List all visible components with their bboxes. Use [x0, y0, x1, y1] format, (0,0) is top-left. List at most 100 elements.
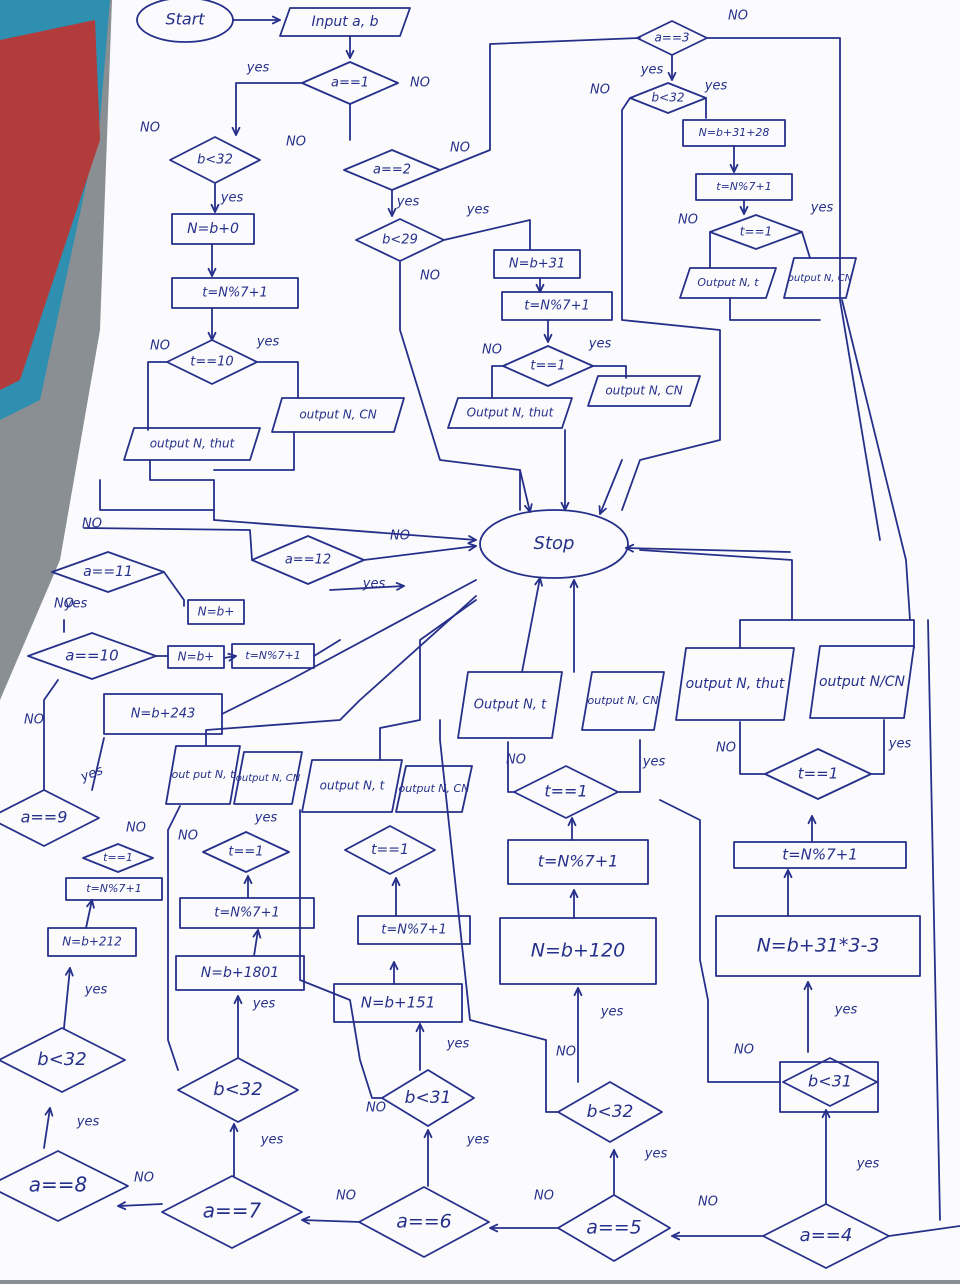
a3-output-no-node-label: Output N, t [697, 276, 759, 289]
a5-t-no-line [507, 741, 515, 793]
yes-label: yes [220, 191, 244, 206]
no-label: NO [678, 213, 698, 228]
a1-compute-t-node-shape [171, 277, 299, 309]
no-label: NO [420, 269, 440, 284]
a7-b-check-node-label: b<32 [213, 1079, 262, 1100]
a7-compute-n-node-shape [175, 955, 305, 991]
arrowhead [233, 995, 243, 1005]
a5-t-yes-line [617, 739, 641, 793]
no-label: NO [134, 1171, 154, 1186]
a7-to-stop-line [205, 595, 477, 747]
yes-label: yes [640, 63, 664, 78]
no-label: NO [482, 343, 502, 358]
a1-cond-node-shape [301, 61, 399, 105]
no-label: NO [54, 597, 74, 612]
a4-out-merge-line [739, 619, 915, 649]
a1-b-check-node-label: b<32 [197, 153, 233, 168]
yes-label: yes [704, 79, 728, 94]
a1-cond-node-label: a==1 [331, 76, 369, 91]
a9-yes-line [91, 737, 105, 791]
arrowhead [389, 961, 399, 971]
arrowhead [395, 582, 405, 591]
yes-label: yes [362, 577, 386, 592]
yes-label: yes [600, 1005, 624, 1020]
a3-to-stop-arrow [599, 459, 623, 515]
arrowhead [625, 543, 635, 553]
no-label: NO [728, 9, 748, 24]
a6-compute-t-node-shape [357, 915, 471, 945]
a2-output-yes-node-shape [587, 375, 701, 407]
a7-no-arrow [117, 1203, 163, 1207]
a6-no-arrow [301, 1219, 361, 1223]
no-label: NO [140, 121, 160, 136]
arrowhead [534, 577, 543, 587]
arrow-line [63, 967, 71, 1029]
a1-merge-line [149, 459, 215, 521]
a8-compute-n-node-label: N=b+212 [62, 935, 122, 949]
a1-yes-line [235, 82, 303, 129]
a7-output-no-node-label: out put N, t [172, 768, 235, 781]
no-label: NO [366, 1101, 386, 1116]
a2-t-yes-line [592, 365, 627, 379]
yes-label: yes [246, 61, 270, 76]
a1-output-no-node-shape [123, 427, 261, 461]
arrowhead [423, 1129, 433, 1139]
arrowhead [243, 875, 253, 885]
arrowhead [345, 49, 355, 59]
a1-output-yes-node-label: output N, CN [299, 408, 376, 422]
no-label: NO [716, 741, 736, 756]
a1-to-stop-arrow [213, 519, 477, 541]
yes-label: yes [644, 1147, 668, 1162]
a6-compute-n-node-label: N=b+151 [361, 994, 436, 1012]
a7-output-no-node-shape [165, 745, 241, 805]
a7-compute-t-node-shape [179, 897, 315, 929]
red-folder [0, 20, 100, 390]
a7-cond-node-shape [161, 1175, 303, 1249]
a5-b-no-line [439, 719, 559, 1113]
a2-output-no-node-shape [447, 397, 573, 429]
arrowhead [567, 817, 577, 827]
a2-cond-node-label: a==2 [373, 163, 411, 178]
a6-output-no-node-label: output N, t [320, 779, 386, 793]
a6-t-check-node-shape [344, 825, 436, 875]
a4-entry-line [888, 1225, 960, 1237]
no-label: NO [336, 1189, 356, 1204]
a6-compute-t-node-label: t=N%7+1 [381, 923, 447, 938]
a3-t-yes-line [801, 231, 811, 259]
a9-to-stop-line [221, 579, 477, 715]
a2-output-yes-node-label: output N, CN [605, 384, 682, 398]
arrowhead [739, 205, 749, 215]
no-label: NO [450, 141, 470, 156]
a2-compute-n-node-label: N=b+31 [509, 257, 565, 272]
a6-t-check-node-label: t==1 [371, 842, 409, 858]
arrowhead [117, 1201, 127, 1211]
a2-output-no-node-label: Output N, thut [467, 406, 555, 420]
arrowhead [821, 1109, 831, 1119]
arrowhead [573, 987, 583, 997]
a4-b-no-line [659, 799, 781, 1083]
a3-cond-node-label: a==3 [654, 31, 689, 45]
a2-to-stop-arrow [519, 469, 531, 513]
a1-b-check-node-shape [169, 136, 261, 184]
a8-b-check-node-label: b<32 [37, 1049, 86, 1070]
arrowhead [387, 207, 397, 217]
arrowhead [803, 981, 813, 991]
a5-output-yes-node-label: output N, CN [588, 694, 659, 707]
a5-cond-node-label: a==5 [586, 1217, 642, 1239]
input-node-label: Input a, b [311, 14, 378, 30]
a3-no-line [706, 37, 881, 541]
a9-cond-node-label: a==9 [21, 808, 68, 827]
a12-no-arrow [363, 545, 477, 561]
arrowhead [391, 877, 401, 887]
a4-to-stop-arrow [625, 547, 791, 553]
arrow-line [85, 899, 93, 929]
arrowhead [807, 815, 817, 825]
a5-t-check-node-label: t==1 [544, 782, 587, 801]
a11-compute-n-node-shape [187, 599, 245, 625]
yes-label: yes [888, 737, 912, 752]
yes-label: yes [834, 1003, 858, 1018]
no-label: NO [178, 829, 198, 844]
a5-compute-t-node-shape [507, 839, 649, 885]
no-label: NO [410, 76, 430, 91]
yes-label: yes [76, 1115, 100, 1130]
